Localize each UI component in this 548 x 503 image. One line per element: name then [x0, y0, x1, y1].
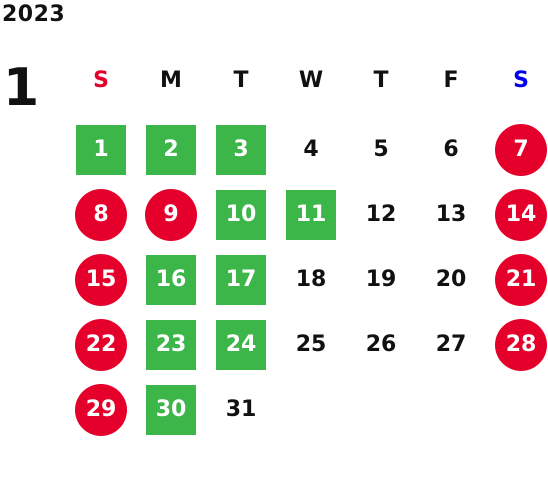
day-cell-24: 24 [216, 320, 266, 370]
day-cell-17: 17 [216, 255, 266, 305]
weekday-header-wed: W [298, 68, 324, 93]
day-cell-23: 23 [146, 320, 196, 370]
day-cell-9: 9 [145, 189, 197, 241]
weekday-header-sun: S [93, 68, 109, 93]
day-cell-6: 6 [443, 137, 459, 162]
day-cell-7: 7 [495, 124, 547, 176]
day-cell-16: 16 [146, 255, 196, 305]
day-cell-20: 20 [435, 267, 467, 292]
day-cell-31: 31 [225, 397, 257, 422]
day-cell-5: 5 [373, 137, 389, 162]
weekday-header-fri: F [443, 68, 459, 93]
day-cell-25: 25 [295, 332, 327, 357]
day-cell-10: 10 [216, 190, 266, 240]
day-cell-4: 4 [303, 137, 319, 162]
day-cell-22: 22 [75, 319, 127, 371]
day-cell-26: 26 [365, 332, 397, 357]
day-cell-15: 15 [75, 254, 127, 306]
month-number: 1 [3, 58, 40, 118]
weekday-header-tue: T [233, 68, 249, 93]
day-cell-18: 18 [295, 267, 327, 292]
weekday-header-mon: M [160, 68, 182, 93]
day-cell-21: 21 [495, 254, 547, 306]
day-cell-2: 2 [146, 125, 196, 175]
weekday-header-sat: S [513, 68, 529, 93]
day-cell-11: 11 [286, 190, 336, 240]
day-cell-8: 8 [75, 189, 127, 241]
day-cell-19: 19 [365, 267, 397, 292]
weekday-header-thu: T [373, 68, 389, 93]
day-cell-14: 14 [495, 189, 547, 241]
day-cell-27: 27 [435, 332, 467, 357]
day-cell-30: 30 [146, 385, 196, 435]
day-cell-29: 29 [75, 384, 127, 436]
day-cell-13: 13 [435, 202, 467, 227]
year-label: 2023 [2, 2, 66, 27]
day-cell-3: 3 [216, 125, 266, 175]
day-cell-12: 12 [365, 202, 397, 227]
day-cell-28: 28 [495, 319, 547, 371]
day-cell-1: 1 [76, 125, 126, 175]
